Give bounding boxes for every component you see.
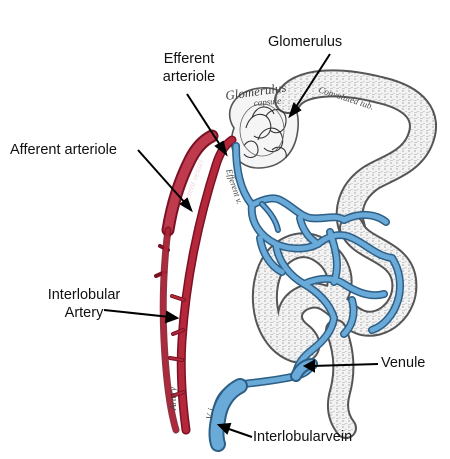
leader-arrows [103,53,379,438]
label-interlobular-artery: Interlobular Artery [38,286,130,322]
label-efferent-line2: arteriole [162,69,216,85]
arrow-glomerulus [293,53,331,111]
engraved-capsule: capsule [253,96,281,108]
arrow-venule [311,363,379,367]
label-venule: Venule [381,355,426,371]
label-afferent-arteriole: Afferent arteriole [10,142,117,158]
capillary-network [208,142,404,452]
arrow-afferent [137,149,187,205]
label-efferent-line1: Efferent [163,51,215,67]
artery-network [154,129,237,435]
label-interlobular-line2: Artery [64,305,104,321]
label-glomerulus: Glomerulus [268,34,343,50]
arrow-efferent [186,93,223,149]
engraved-vein: V. i [204,407,216,420]
label-interlobular-vein: Interlobularvein [253,429,353,445]
arrow-interlobular-vein [225,427,253,438]
arrow-interlobular-artery [103,309,171,318]
label-efferent-arteriole: Efferent arteriole [154,50,224,86]
label-interlobular-line1: Interlobular [47,287,121,303]
engraved-artery: Artery [168,387,178,411]
glomerulus-tuft [239,103,287,159]
